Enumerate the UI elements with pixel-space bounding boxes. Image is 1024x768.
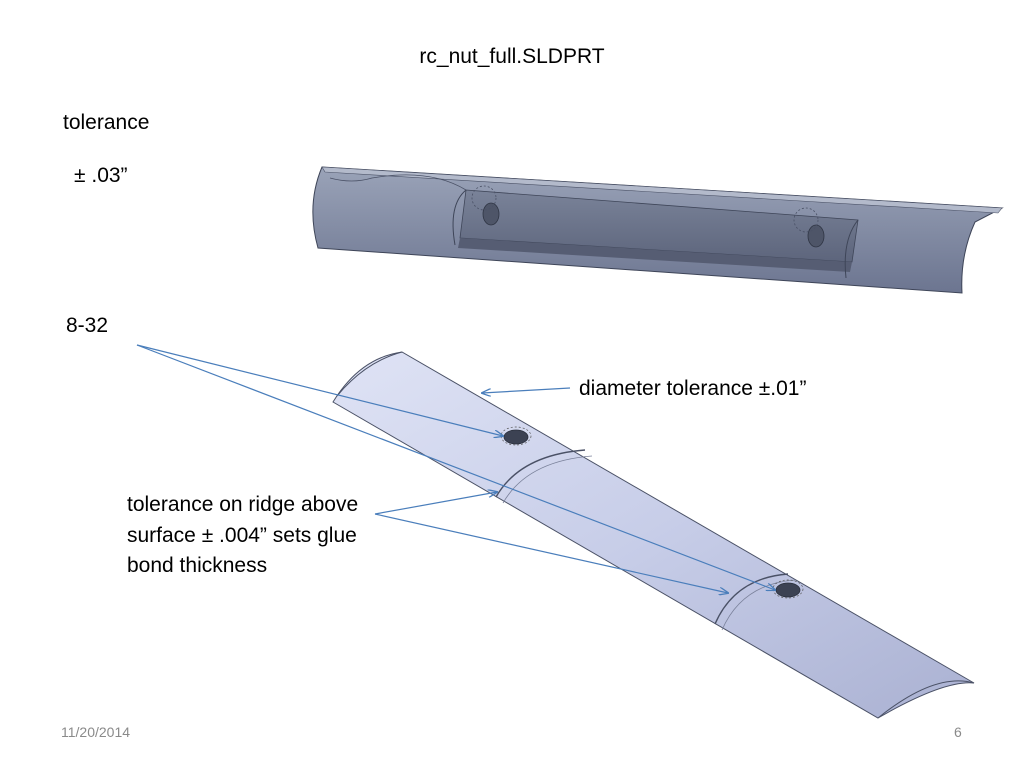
diameter-note: diameter tolerance ±.01” [579,377,807,400]
arrow-ridge-1 [374,492,497,515]
arrow-thread-to-hole-1 [136,344,503,436]
slide-date: 11/20/2014 [61,724,131,740]
slide-number: 6 [954,724,962,740]
tolerance-label: tolerance [63,111,150,134]
callout-arrows [136,344,775,593]
arrow-diameter [482,387,571,393]
arrow-ridge-2 [374,513,728,593]
ridge-note: tolerance on ridge above surface ± .004”… [127,493,359,577]
slide-title: rc_nut_full.SLDPRT [419,45,605,68]
bottom-part-image [332,351,975,719]
top-part-image [312,166,1004,294]
thread-label: 8-32 [66,314,109,337]
tolerance-value: ± .03” [74,164,128,187]
arrow-thread-to-hole-2 [136,344,775,590]
